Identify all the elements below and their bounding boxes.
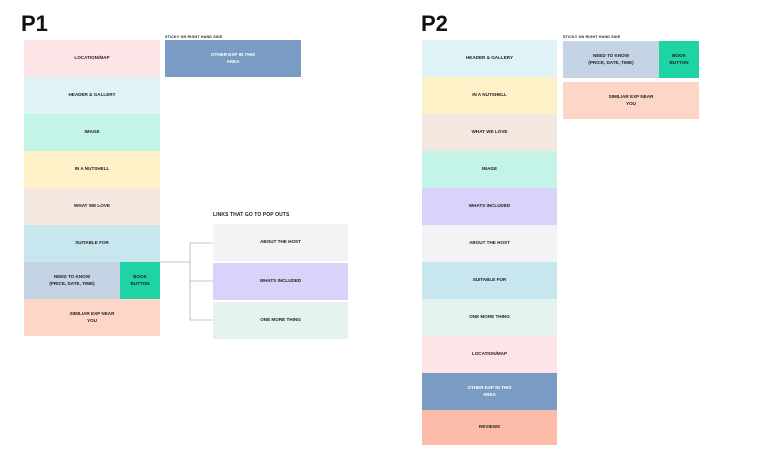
p2-title: P2 bbox=[421, 11, 448, 36]
p2-sticky-similar-exp: SIMILIAR EXP NEAR YOU bbox=[563, 82, 699, 119]
p1-section-image: IMAGE bbox=[24, 114, 160, 151]
p1-sticky-note: STICKY ON RIGHT HAND SIDE bbox=[165, 35, 223, 39]
p1-title: P1 bbox=[21, 11, 48, 36]
p2-section-image: IMAGE bbox=[422, 151, 557, 188]
p1-section-similar-exp: SIMILIAR EXP NEAR YOU bbox=[24, 299, 160, 336]
p2-section-what-we-love: WHAT WE LOVE bbox=[422, 114, 557, 151]
p1-section-in-a-nutshell: IN A NUTSHELL bbox=[24, 151, 160, 188]
p1-book-button: BOOK BUTTON bbox=[120, 262, 160, 299]
p2-section-about-the-host: ABOUT THE HOST bbox=[422, 225, 557, 262]
p1-sticky-other-exp: OTHER EXP IN THIS AREA bbox=[165, 40, 301, 77]
p2-sticky-note: STICKY ON RIGHT HAND SIDE bbox=[563, 35, 621, 39]
p1-section-need-to-know: NEED TO KNOW (PRICE, DATE, TIME) bbox=[24, 262, 120, 299]
p2-section-in-a-nutshell: IN A NUTSHELL bbox=[422, 77, 557, 114]
p2-book-button: BOOK BUTTON bbox=[659, 41, 699, 78]
p1-popout-about-the-host: ABOUT THE HOST bbox=[213, 224, 348, 261]
p1-popout-one-more-thing: ONE MORE THING bbox=[213, 302, 348, 339]
p2-sticky-need-to-know: NEED TO KNOW (PRICE, DATE, TIME) bbox=[563, 41, 659, 78]
p1-section-suitable-for: SUITABLE FOR bbox=[24, 225, 160, 262]
p1-popout-whats-included: WHATS INCLUDED bbox=[213, 263, 348, 300]
p1-section-header-gallery: HEADER & GALLERY bbox=[24, 77, 160, 114]
p1-section-location-map: LOCATION/MAP bbox=[24, 40, 160, 77]
p1-section-what-we-love: WHAT WE LOVE bbox=[24, 188, 160, 225]
p1-popouts-heading: LINKS THAT GO TO POP OUTS bbox=[213, 212, 290, 218]
p2-section-suitable-for: SUITABLE FOR bbox=[422, 262, 557, 299]
p2-section-one-more-thing: ONE MORE THING bbox=[422, 299, 557, 336]
p2-section-reviews: REVIEWS bbox=[422, 410, 557, 445]
p2-section-header-gallery: HEADER & GALLERY bbox=[422, 40, 557, 77]
p2-section-other-exp: OTHER EXP IN THIS AREA bbox=[422, 373, 557, 410]
p2-section-whats-included: WHATS INCLUDED bbox=[422, 188, 557, 225]
p2-section-location-map: LOCATION/MAP bbox=[422, 336, 557, 373]
